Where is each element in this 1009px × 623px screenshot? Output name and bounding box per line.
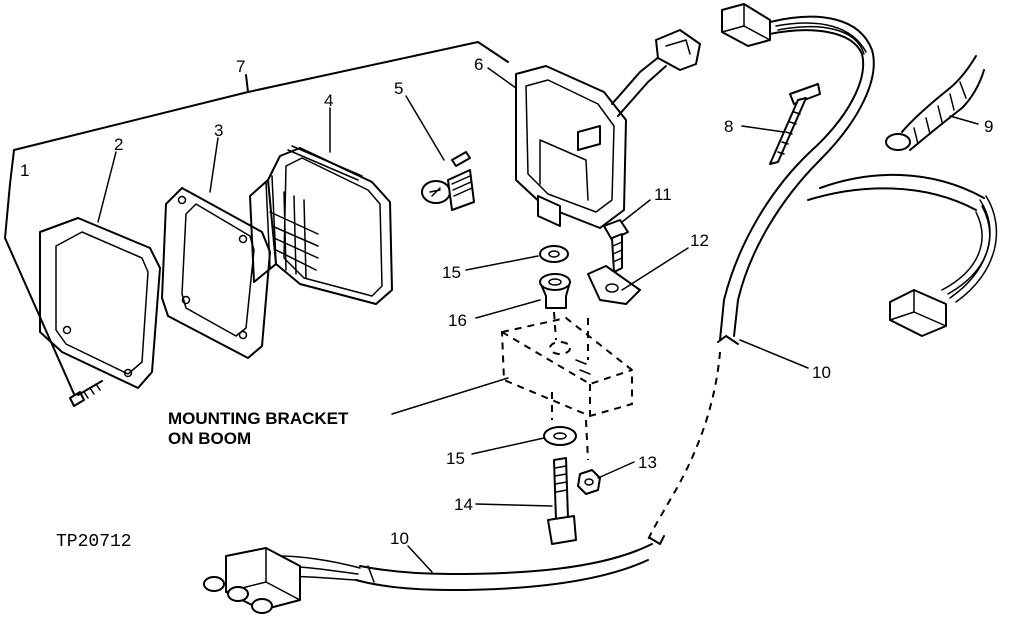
figure-id: TP20712 [56,532,132,552]
bracket-caption-line-2: ON BOOM [168,429,251,448]
callout-3: 3 [214,121,223,140]
cable-tie-part-8 [769,83,821,165]
callout-11: 11 [654,185,672,204]
screw-part-1 [4,183,103,407]
bracket-caption-line-1: MOUNTING BRACKET [168,409,349,428]
bolt-part-14 [547,457,577,545]
gasket-part-3 [161,187,271,359]
callout-6: 6 [474,55,483,74]
wire-loom-part-9 [885,55,985,151]
bulb-part-5 [421,151,475,211]
wiring-harness-part-10-lower [203,535,665,614]
callout-9: 9 [984,117,993,136]
bushing-part-16 [539,273,571,309]
callout-7: 7 [236,57,245,76]
washer-part-15-lower [543,426,577,446]
callout-2: 2 [114,135,123,154]
leader-lines [97,67,979,573]
washer-part-15-upper [539,245,569,263]
harness-continuation-dashed [647,351,721,541]
lens-housing-part-2 [39,217,161,389]
mounting-bracket-outline [500,311,633,461]
callout-12: 12 [690,231,709,250]
nut-part-13 [577,469,601,495]
light-housing-part-6 [515,29,701,229]
callout-15-upper: 15 [442,263,461,282]
callout-14: 14 [454,495,473,514]
bolt-part-11 [603,219,629,273]
clip-part-12 [587,265,641,305]
callout-5: 5 [394,79,403,98]
callout-10-upper: 10 [812,363,831,382]
sealed-beam-part-4 [249,145,393,305]
wiring-harness-part-10-upper [717,3,998,345]
callout-labels: 1 2 3 4 5 6 7 8 9 10 10 11 12 13 14 15 1… [20,55,993,548]
callout-13: 13 [638,453,657,472]
callout-10-lower: 10 [390,529,409,548]
callout-15-lower: 15 [446,449,465,468]
callout-1: 1 [20,161,29,180]
assembly-bracket-7 [9,41,509,185]
callout-16: 16 [448,311,467,330]
callout-8: 8 [724,117,733,136]
callout-4: 4 [324,91,333,110]
